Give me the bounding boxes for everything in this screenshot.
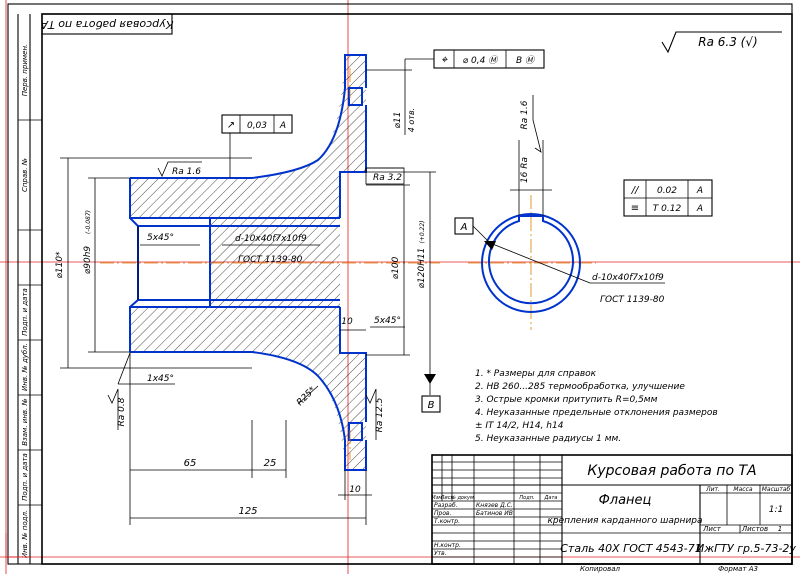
dimension-lines [60,69,436,525]
dim-ch1: 5x45° [147,233,174,243]
tb-part-desc: крепления карданного шарнира [547,516,702,526]
symmetry-value: T 0.12 [653,204,682,214]
tb-name-0: Князев Д.С. [476,502,513,509]
note-3: 3. Острые кромки притупить R=0,5мм [475,395,658,405]
tb-sheets-value: 1 [778,525,782,533]
dim-l65: 65 [184,458,197,469]
symmetry-datum: A [696,204,703,214]
drawing-frame [41,13,793,565]
tb-role-4: Утв. [434,550,447,557]
dim-l25: 25 [264,458,277,469]
tb-col-1: Лист [440,495,455,501]
side-label-3: Инв. № дубл. [21,343,29,391]
tb-header: Курсовая работа по ТА [587,463,756,479]
tb-role-1: Пров. [434,510,452,517]
position-datum: B Ⓜ [516,55,536,66]
side-label-5: Подп. и дата [21,453,29,501]
ra125-label: Ra 12.5 [375,397,385,432]
dim-w10b: 10 [349,485,361,495]
position-symbol: ⌖ [441,53,448,66]
spline-section: A d-10x40f7x10f9 ГОСТ 1139-80 16 Ra Ra 1… [454,95,665,330]
top-stamp-box [41,13,173,35]
symmetry-symbol: ≡ [631,203,639,214]
sheet-border [7,3,793,565]
section-ra: Ra 1.6 [520,100,530,129]
ra08-label: Ra 0.8 [117,397,127,426]
datum-b: B [421,374,441,413]
parallel-symbol: // [631,185,640,196]
tb-lit-label: Лит. [705,486,720,493]
tb-mass-label: Масса [733,486,752,493]
tb-format: Формат А3 [718,565,758,573]
side-label-6: Инв. № подл. [21,510,29,558]
runout-value: 0,03 [247,121,267,131]
tb-role-0: Разраб. [434,502,458,509]
runout-datum: A [279,121,286,131]
tb-role-3: Н.контр. [434,542,461,549]
section-spline-std: ГОСТ 1139-80 [600,295,665,305]
tb-sheet-label: Лист [702,525,722,533]
roughness-marks: Ra 1.6 Ra 3.2 Ra 0.8 Ra 12.5 [107,161,405,440]
tb-col-2: № докум. [450,495,476,501]
dim-d90: ⌀90h9 [83,246,93,275]
tb-scale-label: Масштаб [762,486,791,493]
section-spline: d-10x40f7x10f9 [592,273,664,283]
key-dim: 16 Ra [520,157,530,183]
note-4: 4. Неуказанные предельные отклонения раз… [475,408,718,418]
origin-axes-icon [5,533,30,558]
tb-col-3: Подп. [519,495,534,501]
tb-org: ИжГТУ гр.5-73-2у [696,542,796,555]
ra16-label: Ra 1.6 [172,167,201,177]
runout-symbol: ↗ [227,120,235,131]
side-strip: Перв. примен. Справ. № Подп. и дата Инв.… [17,14,42,564]
tb-sheets-label: Листов [741,525,768,533]
dim-l125: 125 [238,506,257,517]
dim-w10a: 10 [341,317,353,327]
note-2: 2. НВ 260...285 термообработка, улучшени… [475,382,685,392]
side-label-4: Взам. инв. № [21,398,29,446]
parallel-datum: A [696,186,703,196]
dim-d11: ⌀11 [393,112,403,129]
form-tolerances: // 0.02 A ≡ T 0.12 A [623,179,713,217]
dim-d90-tol: (-0.087) [85,210,92,234]
side-label-1: Справ. № [21,158,29,192]
tb-name-1: Батинов ИВ [476,510,513,517]
datum-b-label: B [428,400,435,411]
dim-d120: ⌀120H11 [417,248,427,289]
tb-col-4: Дата [544,495,558,501]
note-5: 5. Неуказанные радиусы 1 мм. [475,434,621,444]
dim-d120-tol: (+0.22) [419,220,426,243]
tb-scale: 1:1 [769,505,783,515]
position-frame: ⌖ ⌀ 0,4 Ⓜ B Ⓜ [404,49,545,70]
top-stamp-text: Курсовая работа по ТА [41,18,174,31]
tb-part-name: Фланец [599,493,652,508]
dim-ch2: 5x45° [374,316,401,326]
ra32-label: Ra 3.2 [373,173,402,183]
tb-role-2: Т.контр. [434,518,460,525]
tb-copied: Копировал [580,565,621,573]
position-value: ⌀ 0,4 Ⓜ [463,55,499,66]
note-4b: ± IT 14/2, H14, h14 [475,421,564,431]
general-roughness: Ra 6.3 (√) [661,31,782,54]
side-label-2: Подп. и дата [21,288,29,336]
title-block [431,454,793,565]
dim-d110: ⌀110* [55,251,65,279]
parallel-value: 0.02 [657,186,677,196]
side-label-0: Перв. примен. [21,44,29,97]
runout-frame: ↗ 0,03 A [221,114,293,178]
note-1: 1. * Размеры для справок [475,369,597,379]
datum-a-label: A [460,222,468,233]
tb-col-0: Изм [432,495,442,501]
dim-spline: d-10x40f7x10f9 [235,234,307,244]
dim-ch3: 1x45° [147,374,174,384]
dim-spline-std: ГОСТ 1139-80 [238,255,303,265]
tb-material: Сталь 40Х ГОСТ 4543-71 [560,542,702,555]
flange-section [100,54,440,471]
tech-notes: 1. * Размеры для справок 2. НВ 260...285… [475,369,718,444]
dim-holes: 4 отв. [407,108,416,132]
roughness-general-text: Ra 6.3 (√) [698,35,757,49]
dim-d100: ⌀100 [391,256,401,279]
